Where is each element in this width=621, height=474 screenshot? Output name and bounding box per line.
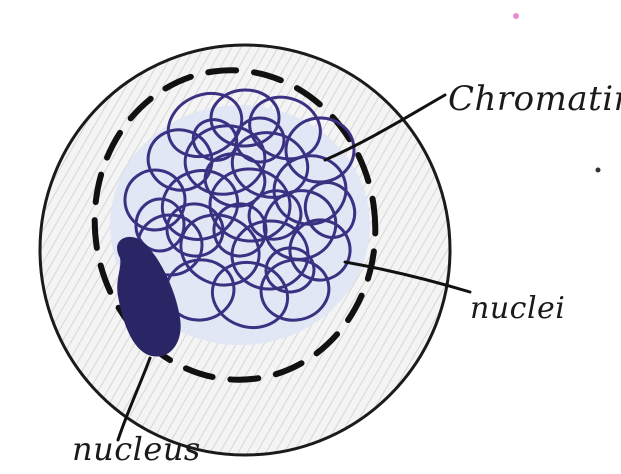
label-nucleus: nucleus: [72, 430, 201, 468]
label-chromatin: Chromatin: [448, 79, 621, 119]
label-nuclei: nuclei: [470, 291, 565, 326]
